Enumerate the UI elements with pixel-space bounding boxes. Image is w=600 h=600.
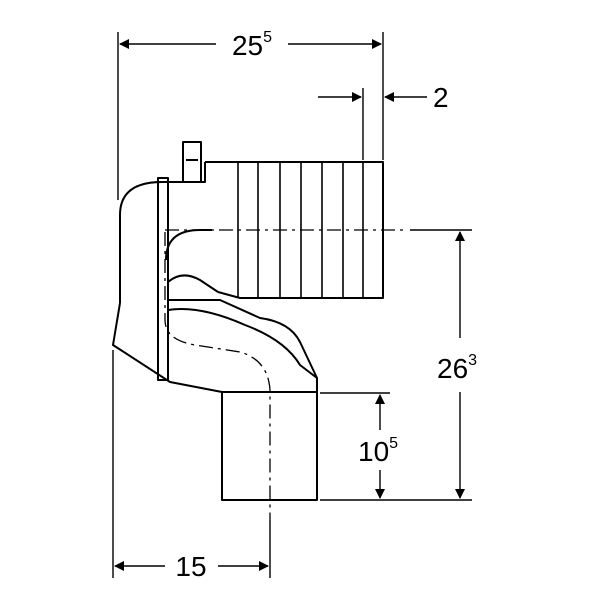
pipe-fitting — [112, 141, 384, 501]
spigot-sleeve-outline — [205, 161, 384, 299]
dim-label-top-width: 255 — [232, 29, 272, 61]
vent-nipple — [182, 141, 202, 183]
offset-body — [112, 299, 318, 501]
flange-collar — [157, 177, 169, 381]
dim-label-total-height: 263 — [437, 352, 477, 384]
dim-label-bottom-width: 15 — [175, 551, 206, 582]
offset-inner — [167, 308, 318, 379]
dim-label-offset: 2 — [433, 82, 449, 113]
dim-label-outlet-height: 105 — [358, 435, 398, 467]
elbow-inner-curve — [165, 229, 212, 261]
centre-lines — [164, 229, 405, 520]
elbow-outer — [119, 162, 206, 303]
dimension-lines — [114, 39, 465, 571]
extension-lines — [112, 32, 472, 578]
elbow-inner-lower — [167, 274, 219, 293]
